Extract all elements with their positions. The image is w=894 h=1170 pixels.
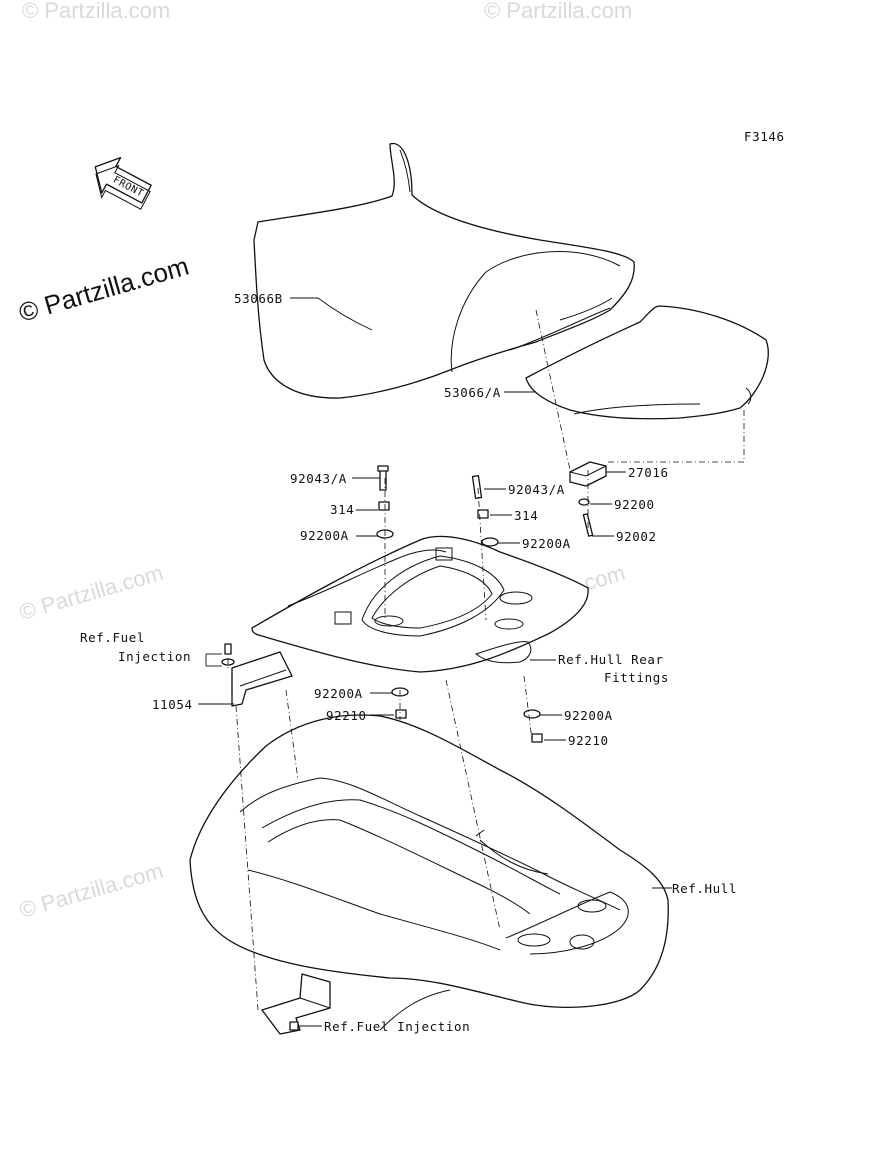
callout-ref-hull: Ref.Hull bbox=[672, 881, 737, 896]
callout-92200a-left-bottom: 92200A bbox=[314, 686, 363, 701]
watermark: © Partzilla.com bbox=[484, 0, 632, 23]
figure-code: F3146 bbox=[744, 129, 785, 144]
rear-seat bbox=[525, 305, 769, 420]
washer-icon bbox=[578, 498, 590, 506]
washer-icon bbox=[523, 709, 541, 719]
hull-rear-fittings bbox=[251, 535, 589, 673]
collar-icon bbox=[378, 501, 390, 511]
screw-icon bbox=[289, 1021, 299, 1031]
assembly-lines bbox=[227, 309, 745, 1011]
callout-314-right: 314 bbox=[514, 508, 538, 523]
callout-92210-left: 92210 bbox=[326, 708, 367, 723]
callout-53066b: 53066B bbox=[234, 291, 283, 306]
callout-92200a-left-top: 92200A bbox=[300, 528, 349, 543]
front-seat bbox=[253, 142, 635, 399]
callout-ref-fuel-injection-top-line1: Ref.Fuel bbox=[80, 630, 145, 645]
callout-ref-fuel-injection-top-line2: Injection bbox=[118, 649, 191, 664]
callout-27016: 27016 bbox=[628, 465, 669, 480]
callout-92200a-right-top: 92200A bbox=[522, 536, 571, 551]
fuel-injection-bottom-bracket bbox=[261, 973, 331, 1035]
bolt-icon bbox=[471, 475, 483, 499]
nut-icon bbox=[531, 733, 543, 743]
watermark: © Partzilla.com bbox=[16, 858, 165, 923]
watermark: © Partzilla.com bbox=[22, 0, 170, 23]
callout-92210-right: 92210 bbox=[568, 733, 609, 748]
nut-icon bbox=[395, 709, 407, 719]
callout-92043a-right: 92043/A bbox=[508, 482, 565, 497]
leader-lines bbox=[198, 297, 672, 1027]
callout-92200: 92200 bbox=[614, 497, 655, 512]
callout-11054: 11054 bbox=[152, 697, 193, 712]
front-direction-arrow-icon: FRONT bbox=[94, 156, 152, 210]
callout-53066a: 53066/A bbox=[444, 385, 501, 400]
washer-icon bbox=[481, 537, 499, 547]
bracket-11054 bbox=[231, 651, 293, 707]
collar-icon bbox=[477, 509, 489, 519]
callout-labels: 53066B 53066/A 92043/A 314 92200A 92043/… bbox=[80, 291, 737, 1034]
watermark: © Partzilla.com bbox=[16, 560, 165, 625]
hull bbox=[189, 714, 669, 1031]
screw-icon bbox=[224, 643, 232, 655]
copyright-notice: © Partzilla.com bbox=[15, 251, 192, 328]
callout-92043a-left: 92043/A bbox=[290, 471, 347, 486]
callout-92200a-right-bottom: 92200A bbox=[564, 708, 613, 723]
callout-92002: 92002 bbox=[616, 529, 657, 544]
callout-ref-hull-rear-line2: Fittings bbox=[604, 670, 669, 685]
callout-ref-hull-rear-line1: Ref.Hull Rear bbox=[558, 652, 664, 667]
callout-ref-fuel-injection-bottom: Ref.Fuel Injection bbox=[324, 1019, 470, 1034]
callout-314-left: 314 bbox=[330, 502, 354, 517]
